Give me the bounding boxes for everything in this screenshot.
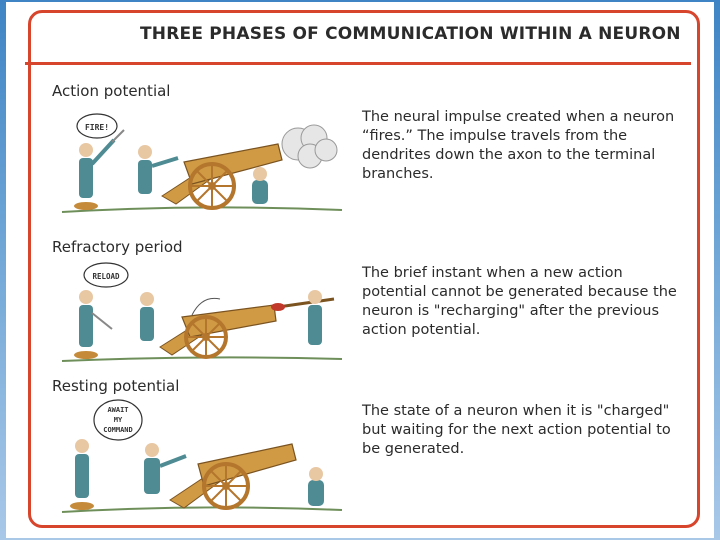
- speech-text-line-3: COMMAND: [103, 426, 133, 434]
- smoke-cloud: [281, 124, 338, 169]
- commander-figure: [74, 290, 113, 359]
- ground-line: [61, 206, 343, 213]
- crouching-soldier-figure: [308, 467, 324, 506]
- figure-card: [28, 10, 700, 528]
- speech-bubble: FIRE!: [76, 113, 118, 139]
- cannon: [159, 297, 277, 359]
- cannon-resting-illustration: AWAIT MY COMMAND: [61, 399, 343, 513]
- crouching-soldier-figure: [252, 167, 268, 204]
- ground-line: [61, 506, 343, 513]
- cannon: [169, 443, 297, 510]
- commander-figure: [70, 439, 94, 510]
- cannon-firing-illustration: FIRE!: [61, 113, 343, 213]
- phase-description-resting-potential: The state of a neuron when it is "charge…: [362, 403, 671, 457]
- commander-figure: [74, 129, 125, 210]
- speech-bubble: RELOAD: [83, 262, 129, 288]
- phase-description-action-potential: The neural impulse created when a neuron…: [362, 109, 675, 182]
- phase-label-resting-potential: Resting potential: [52, 377, 180, 395]
- speech-text: FIRE!: [85, 123, 109, 132]
- gunner-figure: [140, 292, 154, 341]
- title-divider: [25, 62, 691, 65]
- ramrod-soldier-figure: [271, 290, 335, 345]
- speech-text: RELOAD: [92, 272, 120, 281]
- speech-bubble: AWAIT MY COMMAND: [93, 399, 143, 441]
- speech-text-line-1: AWAIT: [107, 406, 128, 414]
- slide: [6, 2, 714, 538]
- speech-text-line-2: MY: [114, 416, 123, 424]
- figure-title: THREE PHASES OF COMMUNICATION WITHIN A N…: [140, 24, 681, 44]
- gunner-figure: [138, 145, 179, 194]
- phase-description-refractory-period: The brief instant when a new action pote…: [362, 265, 677, 338]
- phase-label-action-potential: Action potential: [52, 82, 171, 100]
- phase-label-refractory-period: Refractory period: [52, 238, 183, 256]
- cannon: [161, 143, 283, 210]
- gunner-figure: [144, 443, 187, 494]
- cannon-reloading-illustration: RELOAD: [61, 262, 343, 362]
